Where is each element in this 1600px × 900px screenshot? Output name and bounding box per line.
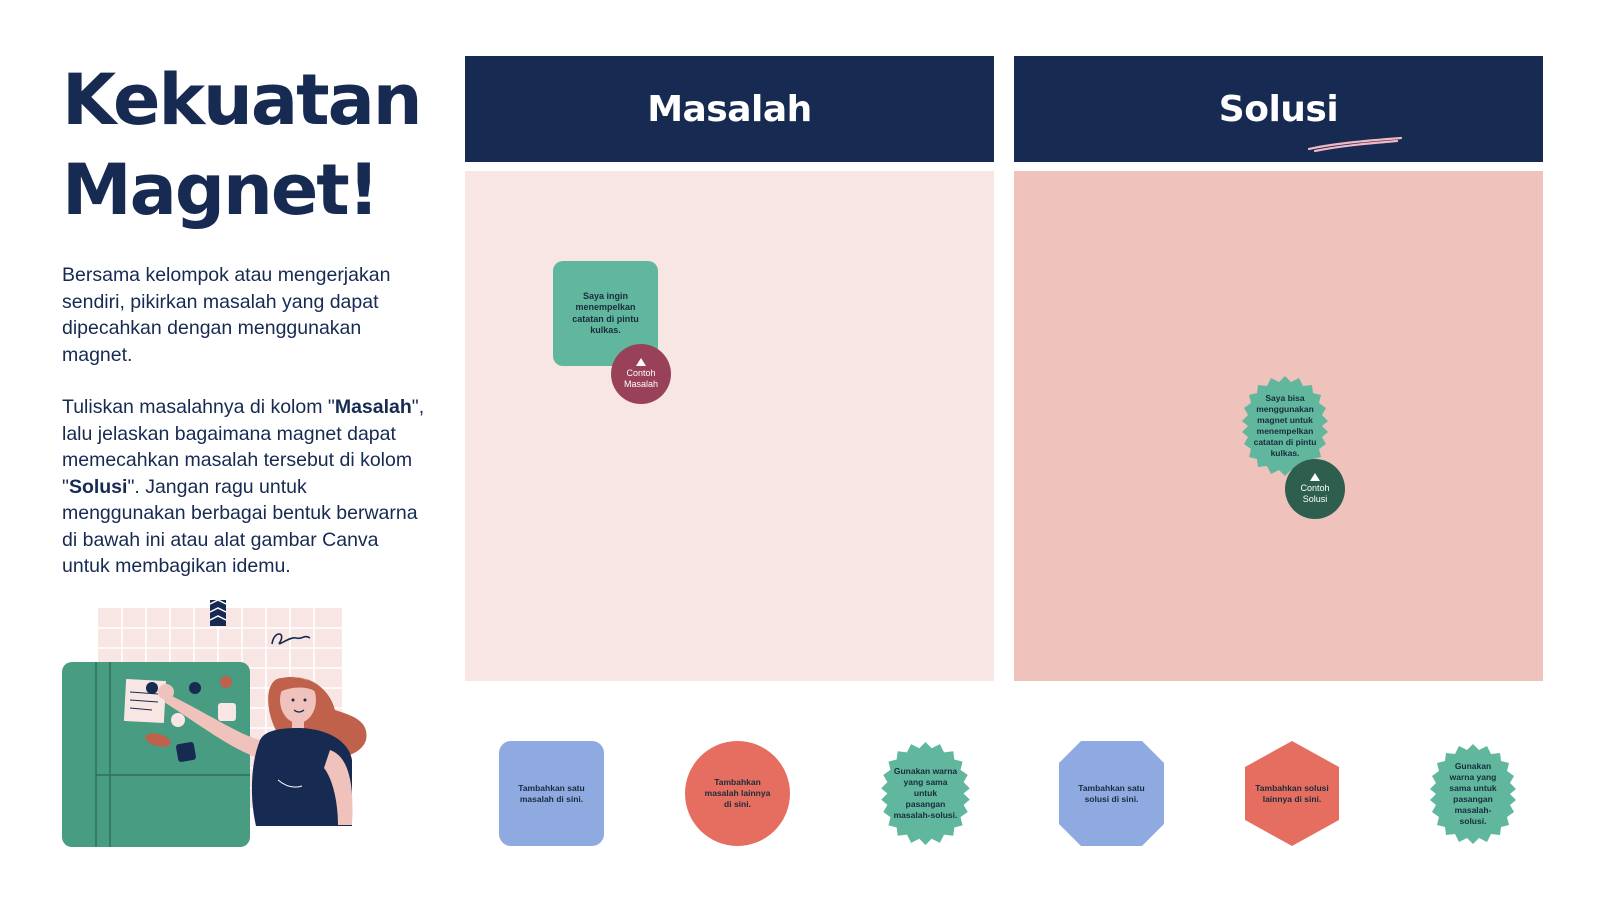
scallop-badge-icon (1242, 376, 1328, 476)
shape-add-more-solution-text: Tambahkan solusi lainnya di sini. (1255, 782, 1329, 804)
shape-color-pair-hint-2[interactable]: Gunakan warna yang sama untuk pasangan m… (1422, 743, 1524, 845)
solution-example-note[interactable]: Saya bisa menggunakan magnet untuk menem… (1234, 375, 1336, 477)
instructions-paragraph-1: Bersama kelompok atau mengerjakan sendir… (62, 264, 391, 366)
shape-add-more-solution[interactable]: Tambahkan solusi lainnya di sini. (1245, 741, 1339, 846)
instr-text: ". Jangan ragu untuk menggunakan berbaga… (62, 475, 418, 578)
instructions-paragraph-2: Tuliskan masalahnya di kolom "Masalah", … (62, 394, 427, 580)
scallop-badge-icon (1430, 744, 1516, 844)
shape-add-solution[interactable]: Tambahkan satu solusi di sini. (1059, 741, 1164, 846)
solution-example-tag-label: Contoh Solusi (1300, 483, 1330, 504)
shape-color-pair-hint-2-text: Gunakan warna yang sama untuk pasangan m… (1449, 761, 1497, 826)
instr-text: ", lalu jelaskan bagaimana magnet dapat … (62, 396, 425, 498)
solution-example-note-text: Saya bisa menggunakan magnet untuk menem… (1253, 393, 1317, 458)
instr-bold-solusi: Solusi (68, 475, 128, 498)
page-title: Kekuatan Magnet! (62, 55, 423, 235)
instr-bold-masalah: Masalah (334, 396, 412, 418)
solution-example-tag[interactable]: Contoh Solusi (1285, 459, 1345, 519)
title-line-2: Magnet! (62, 149, 380, 231)
title-line-1: Kekuatan (62, 59, 423, 141)
pink-underline-stroke-icon (1307, 136, 1403, 153)
solution-column-header: Solusi (1014, 56, 1543, 162)
instructions: Bersama kelompok atau mengerjakan sendir… (62, 262, 427, 580)
shape-add-more-problem-text: Tambahkan masalah lainnya di sini. (704, 777, 771, 809)
problem-example-tag[interactable]: Contoh Masalah (611, 344, 671, 404)
up-arrow-icon (636, 358, 646, 366)
shape-color-pair-hint-1-text: Gunakan warna yang sama untuk pasangan m… (893, 766, 958, 820)
hexagon-shape-icon (1245, 741, 1339, 846)
woman-fridge-magnets-illustration-icon (62, 600, 367, 847)
problem-column-area[interactable] (465, 171, 994, 681)
problem-example-tag-label: Contoh Masalah (623, 368, 659, 389)
octagon-shape-icon (1059, 741, 1164, 846)
shape-add-solution-text: Tambahkan satu solusi di sini. (1078, 782, 1145, 804)
shape-add-problem-text: Tambahkan satu masalah di sini. (518, 782, 585, 804)
problem-column-header: Masalah (465, 56, 994, 162)
shape-add-problem[interactable]: Tambahkan satu masalah di sini. (499, 741, 604, 846)
problem-example-note-text: Saya ingin menempelkan catatan di pintu … (572, 290, 639, 336)
scallop-badge-icon (881, 742, 970, 845)
up-arrow-icon (1310, 473, 1320, 481)
shape-color-pair-hint-1[interactable]: Gunakan warna yang sama untuk pasangan m… (873, 741, 978, 846)
solution-header-label: Solusi (1218, 88, 1339, 130)
problem-header-label: Masalah (647, 88, 812, 130)
shape-add-more-problem[interactable]: Tambahkan masalah lainnya di sini. (685, 741, 790, 846)
instr-text: Tuliskan masalahnya di kolom " (62, 396, 335, 418)
